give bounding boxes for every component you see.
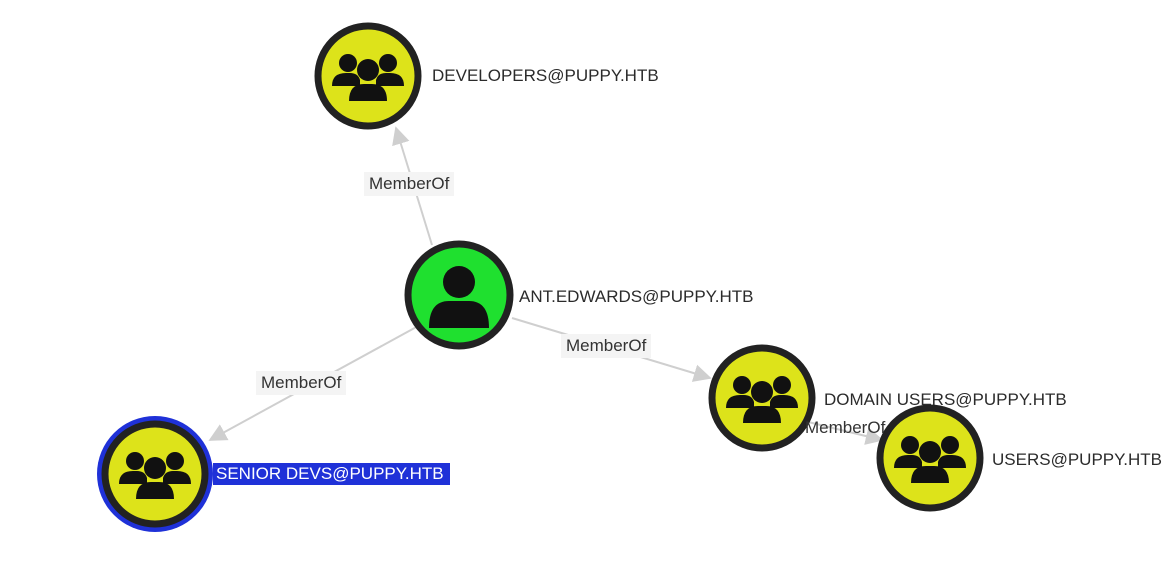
node-domain-users[interactable] — [708, 344, 816, 452]
group-icon — [119, 452, 191, 499]
node-ant-edwards[interactable] — [404, 240, 514, 350]
group-icon — [894, 436, 966, 483]
node-users[interactable] — [876, 404, 984, 512]
edge-label-domain-users-to-users[interactable]: MemberOf — [805, 418, 886, 437]
node-label-domain-users[interactable]: DOMAIN USERS@PUPPY.HTB — [824, 390, 1067, 409]
group-icon — [726, 376, 798, 423]
node-developers[interactable] — [314, 22, 422, 130]
node-label-developers[interactable]: DEVELOPERS@PUPPY.HTB — [432, 66, 659, 85]
node-label-ant-edwards[interactable]: ANT.EDWARDS@PUPPY.HTB — [519, 287, 754, 306]
group-icon — [332, 54, 404, 101]
edge-domain-users-to-users[interactable] — [799, 419, 884, 445]
edge-label-ant-to-senior-devs[interactable]: MemberOf — [256, 371, 347, 395]
node-senior-devs[interactable] — [97, 416, 213, 532]
node-label-users[interactable]: USERS@PUPPY.HTB — [992, 450, 1162, 469]
node-label-senior-devs[interactable]: SENIOR DEVS@PUPPY.HTB — [213, 463, 450, 485]
user-icon — [429, 266, 489, 328]
edge-label-ant-to-domain-users[interactable]: MemberOf — [561, 334, 652, 358]
edge-label-ant-to-developers[interactable]: MemberOf — [364, 172, 455, 196]
